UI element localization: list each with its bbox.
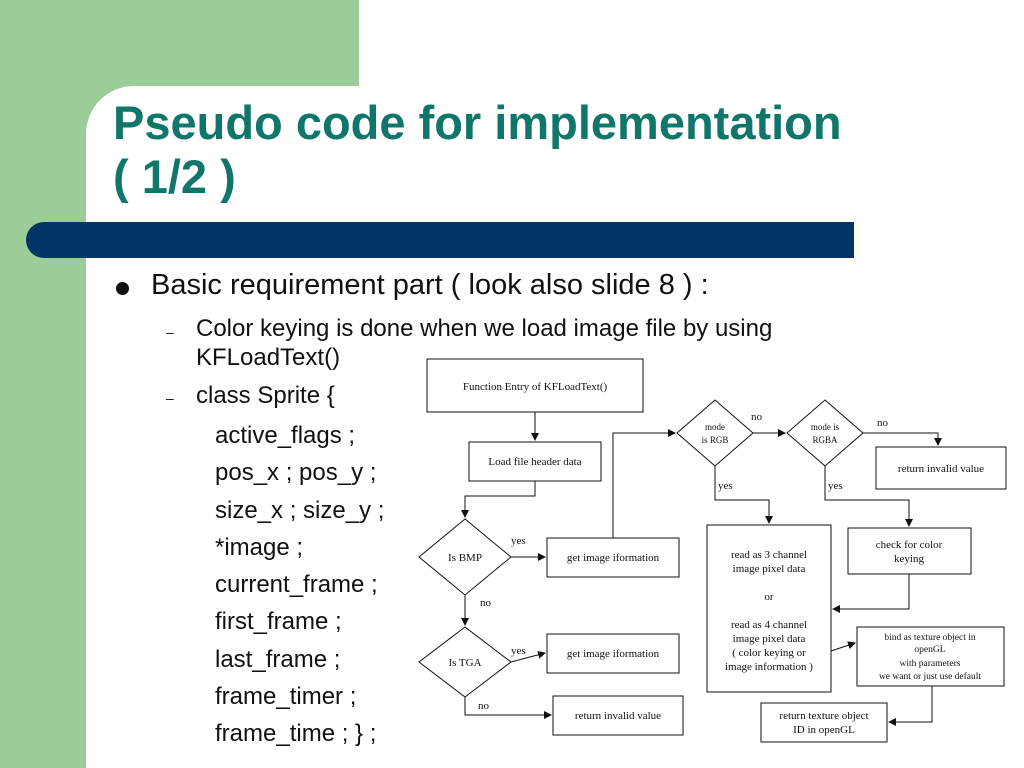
return-texture-text-1: return texture object — [779, 710, 868, 722]
read-text-4: read as 4 channel — [731, 619, 807, 631]
bind-text-3: with parameters — [900, 659, 961, 669]
label-no-rgba: no — [877, 417, 889, 429]
bullet-dot-icon — [116, 282, 129, 295]
mode-rgb-diamond — [676, 399, 754, 467]
label-no-tga: no — [478, 700, 490, 712]
bind-text-1: bind as texture object in — [884, 633, 976, 643]
mode-rgba-text-1: mode is — [811, 422, 840, 432]
check-color-text-1: check for color — [876, 539, 943, 551]
slide-title: Pseudo code for implementation ( 1/2 ) — [113, 96, 933, 204]
read-pixels-box — [706, 524, 832, 693]
read-text-7: image information ) — [725, 661, 813, 673]
read-text-1: read as 3 channel — [731, 549, 807, 561]
read-text-3: or — [764, 591, 774, 603]
label-yes-tga: yes — [511, 645, 526, 657]
dash-icon: – — [166, 324, 174, 340]
label-no-bmp: no — [480, 597, 492, 609]
code-line: current_frame ; — [215, 571, 378, 598]
sub-bullet-color-keying: Color keying is done when we load image … — [196, 314, 772, 372]
mode-rgb-text-1: mode — [705, 422, 725, 432]
title-divider-bar — [26, 222, 854, 258]
label-yes-bmp: yes — [511, 535, 526, 547]
code-line: pos_x ; pos_y ; — [215, 459, 377, 486]
bullet-basic-requirement: Basic requirement part ( look also slide… — [151, 269, 709, 301]
code-line: size_x ; size_y ; — [215, 497, 385, 524]
code-line: frame_time ; } ; — [215, 720, 377, 747]
code-line: first_frame ; — [215, 608, 342, 635]
label-no-rgb: no — [751, 411, 763, 423]
read-text-6: ( color keying or — [732, 647, 806, 659]
dash-icon: – — [166, 390, 174, 406]
title-line-1: Pseudo code for implementation — [113, 96, 842, 149]
sub-bullet-class-sprite: class Sprite { — [196, 382, 335, 409]
get-info-text-1: get image iformation — [567, 552, 660, 564]
bind-texture-box — [856, 626, 1005, 687]
code-line: frame_timer ; — [215, 683, 357, 710]
is-bmp-text: Is BMP — [448, 552, 482, 564]
entry-box — [426, 358, 644, 413]
get-info-text-2: get image iformation — [567, 648, 660, 660]
read-text-5: image pixel data — [733, 633, 806, 645]
get-info-box-1 — [546, 537, 680, 578]
return-invalid-box-1 — [875, 446, 1007, 490]
label-yes-rgb: yes — [718, 480, 733, 492]
sub-bullet-line-1: Color keying is done when we load image … — [196, 315, 773, 342]
sub-bullet-line-2: KFLoadText() — [196, 344, 341, 371]
mode-rgb-text-2: is RGB — [702, 435, 729, 445]
mode-rgba-diamond — [786, 399, 864, 467]
mode-rgba-text-2: RGBA — [812, 435, 838, 445]
title-line-2: ( 1/2 ) — [113, 150, 236, 203]
load-header-text: Load file header data — [488, 456, 581, 468]
bind-text-4: we want or just use default — [879, 671, 981, 682]
code-line: *image ; — [215, 534, 304, 561]
return-invalid-text-1: return invalid value — [898, 463, 984, 475]
code-line: active_flags ; — [215, 422, 356, 449]
code-line: last_frame ; — [215, 646, 341, 673]
is-tga-text: Is TGA — [448, 657, 481, 669]
return-texture-box — [760, 702, 888, 743]
read-text-2: image pixel data — [733, 563, 806, 575]
return-texture-text-2: ID in openGL — [793, 724, 855, 736]
return-invalid-text-2: return invalid value — [575, 710, 661, 722]
return-invalid-box-2 — [552, 695, 684, 736]
get-info-box-2 — [546, 633, 680, 674]
check-color-box — [847, 527, 972, 575]
check-color-text-2: keying — [894, 553, 924, 565]
entry-text: Function Entry of KFLoadText() — [463, 381, 608, 393]
label-yes-rgba: yes — [828, 480, 843, 492]
bind-text-2: openGL — [914, 645, 945, 655]
